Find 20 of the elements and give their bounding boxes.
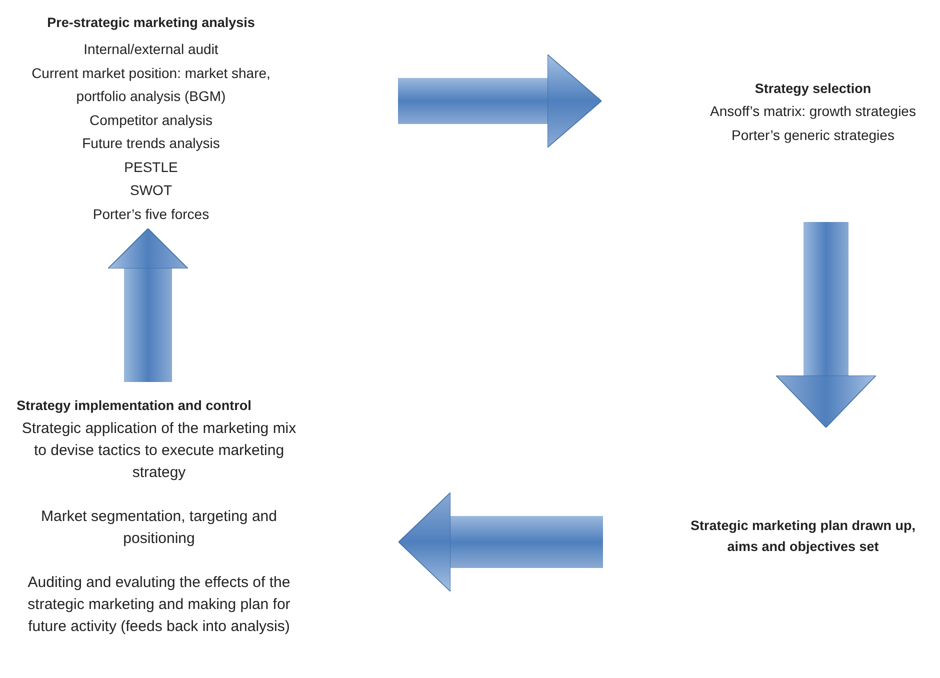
stage-item: PESTLE: [123, 158, 179, 176]
stage-item: Auditing and evaluting the effects of the strategic marketing and making plan for future activity (feeds back into analysis): [26, 573, 292, 637]
stage-item: SWOT: [129, 181, 173, 200]
stage-item: Market segmentation, targeting and positioning: [40, 507, 278, 549]
stage-heading: Pre-strategic marketing analysis: [46, 14, 256, 32]
stage-item: Competitor analysis: [88, 110, 214, 130]
block-arrow: [398, 54, 602, 148]
block-arrow: [776, 222, 876, 428]
stage-heading: Strategy selection: [754, 80, 872, 98]
stage-heading: Strategic marketing plan drawn up, aims and objectives set: [689, 517, 917, 556]
stage-heading: Strategy implementation and control: [16, 397, 252, 415]
stage-item: Strategic application of the marketing mix to devise tactics to execute marketing strategy: [20, 419, 298, 483]
block-arrow: [398, 492, 603, 592]
stage-item: Porter’s generic strategies: [730, 126, 896, 145]
stage-item: Current market position: market share, portfolio analysis (BGM): [30, 64, 272, 106]
stage-item: Ansoff’s matrix: growth strategies: [709, 102, 917, 121]
stage-item: Future trends analysis: [81, 134, 221, 153]
block-arrow: [108, 228, 188, 382]
stage-item: Internal/external audit: [82, 40, 220, 59]
stage-item: Porter’s five forces: [92, 204, 210, 224]
